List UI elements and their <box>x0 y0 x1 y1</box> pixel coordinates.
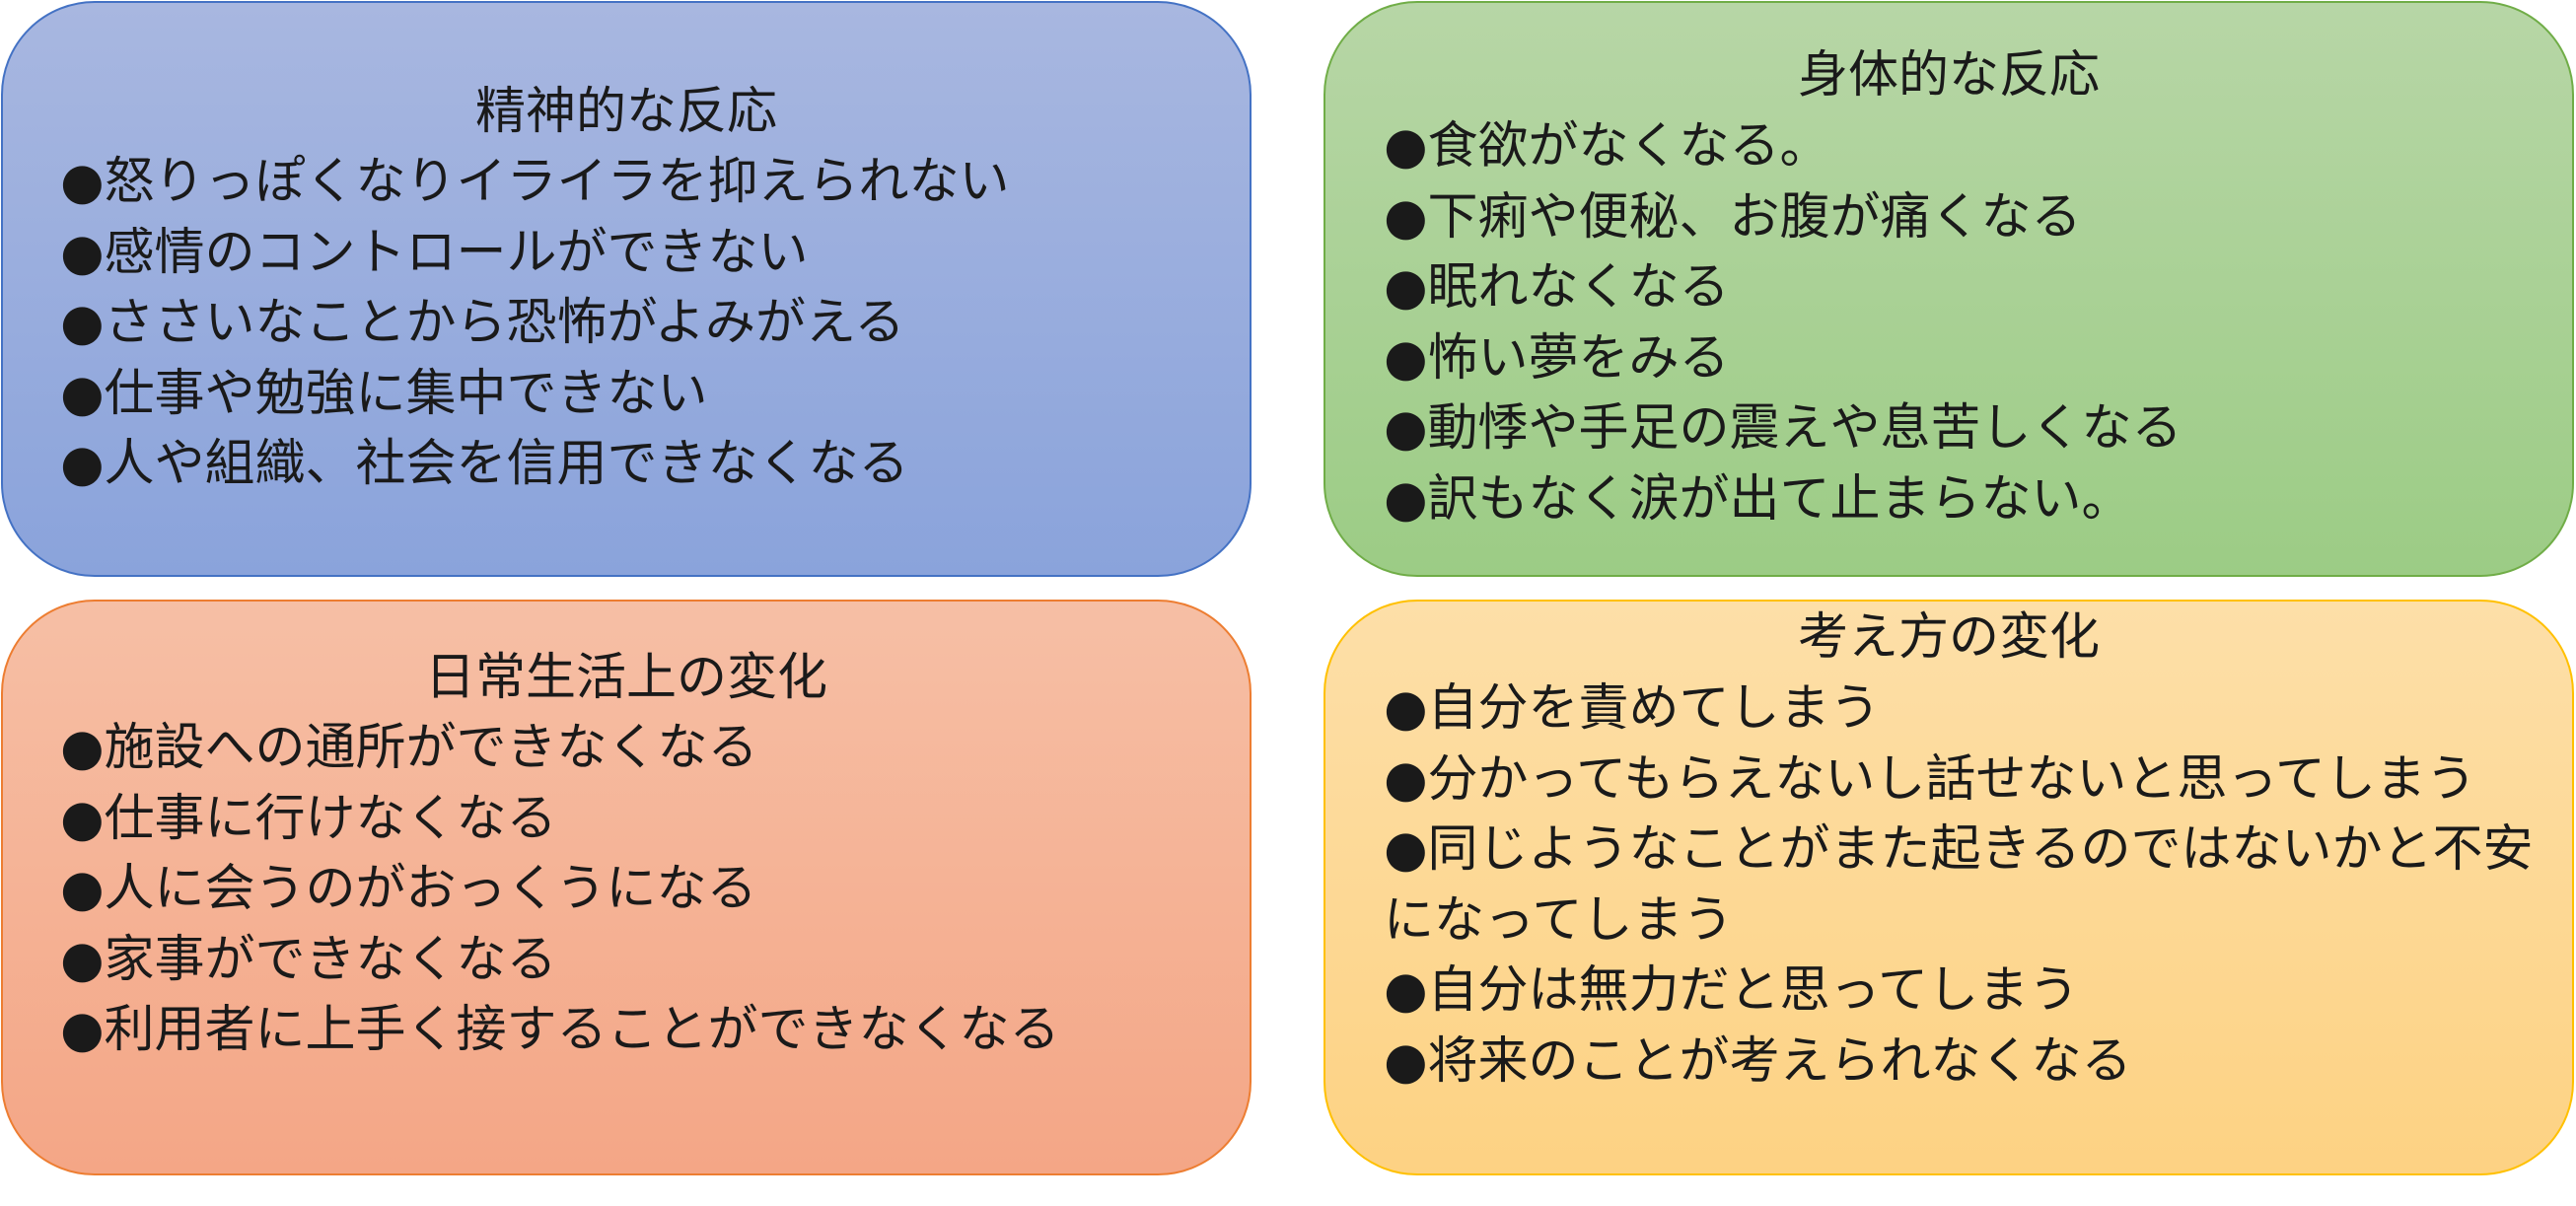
list-item: ●利用者に上手く接することができなくなる <box>60 1001 1060 1059</box>
list-item: ●眠れなくなる <box>1384 258 1730 317</box>
thinking-changes-list: ●自分を責めてしまう ●分かってもらえないし話せないと思ってしまう ●同じような… <box>1384 674 2547 1097</box>
list-item: ●人や組織、社会を信用できなくなる <box>60 435 909 493</box>
mental-reactions-list: ●怒りっぽくなりイライラを抑えられない ●感情のコントロールができない ●ささい… <box>60 147 1234 500</box>
list-item: ●仕事や勉強に集中できない <box>60 364 708 423</box>
list-item: ●自分を責めてしまう <box>1384 679 1881 738</box>
mental-reactions-title: 精神的な反応 <box>474 83 777 141</box>
list-item: ●分かってもらえないし話せないと思ってしまう <box>1384 749 2476 809</box>
list-item: ●将来のことが考えられなくなる <box>1384 1031 2132 1091</box>
list-item: ●感情のコントロールができない <box>60 223 809 282</box>
thinking-changes-title: 考え方の変化 <box>1797 608 2100 667</box>
list-item: ●施設への通所ができなくなる <box>60 719 758 777</box>
physical-reactions-panel: 身体的な反応 ●食欲がなくなる。 ●下痢や便秘、お腹が痛くなる ●眠れなくなる … <box>1324 1 2574 577</box>
daily-life-changes-panel: 日常生活上の変化 ●施設への通所ができなくなる ●仕事に行けなくなる ●人に会う… <box>1 600 1252 1175</box>
list-item: ●同じようなことがまた起きるのではないかと不安になってしまう <box>1384 820 2534 950</box>
list-item: ●ささいなことから恐怖がよみがえる <box>60 294 905 352</box>
list-item: ●下痢や便秘、お腹が痛くなる <box>1384 187 2082 247</box>
list-item: ●動悸や手足の震えや息苦しくなる <box>1384 399 2182 458</box>
daily-life-changes-title: 日常生活上の変化 <box>424 649 827 707</box>
list-item: ●自分は無力だと思ってしまう <box>1384 961 2079 1020</box>
list-item: ●訳もなく涙が出て止まらない。 <box>1384 469 2132 529</box>
list-item: ●食欲がなくなる。 <box>1384 117 1830 176</box>
physical-reactions-list: ●食欲がなくなる。 ●下痢や便秘、お腹が痛くなる ●眠れなくなる ●怖い夢をみる… <box>1384 111 2557 534</box>
list-item: ●怒りっぽくなりイライラを抑えられない <box>60 153 1010 211</box>
thinking-changes-panel: 考え方の変化 ●自分を責めてしまう ●分かってもらえないし話せないと思ってしまう… <box>1324 600 2574 1175</box>
list-item: ●怖い夢をみる <box>1384 328 1730 388</box>
daily-life-changes-list: ●施設への通所ができなくなる ●仕事に行けなくなる ●人に会うのがおっくうになる… <box>60 713 1204 1066</box>
list-item: ●人に会うのがおっくうになる <box>60 860 757 918</box>
physical-reactions-title: 身体的な反応 <box>1797 46 2100 105</box>
list-item: ●家事ができなくなる <box>60 930 557 989</box>
mental-reactions-panel: 精神的な反応 ●怒りっぽくなりイライラを抑えられない ●感情のコントロールができ… <box>1 1 1252 577</box>
list-item: ●仕事に行けなくなる <box>60 789 557 848</box>
